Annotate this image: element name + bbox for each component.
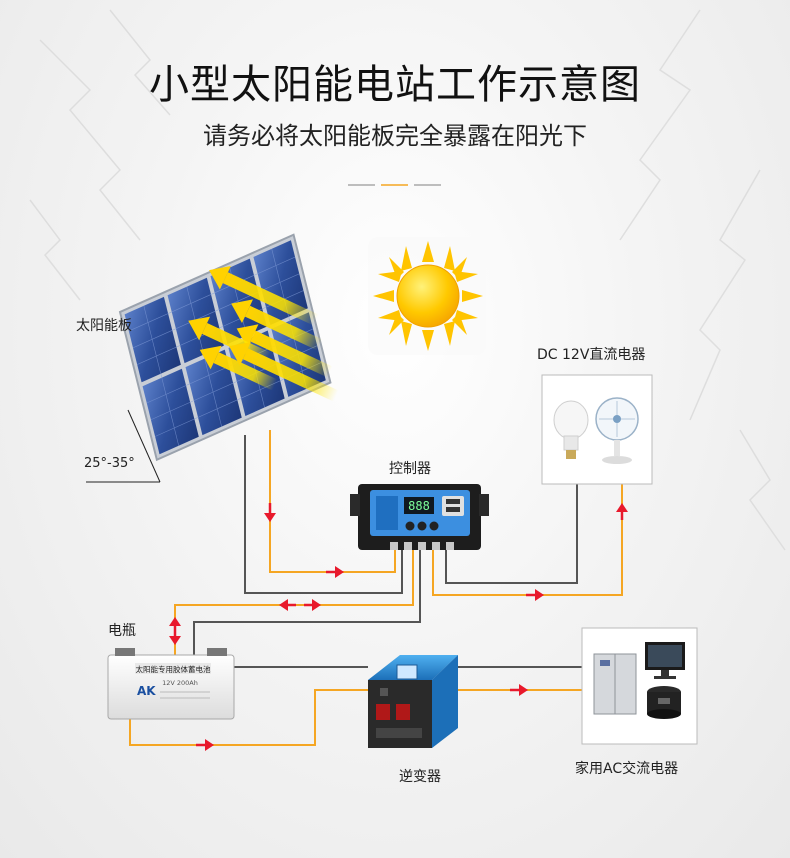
tilt-angle-label: 25°-35°: [84, 456, 135, 471]
sun-icon: [368, 237, 486, 355]
flow-arrows: [169, 503, 628, 751]
controller-display-readout: 888: [408, 499, 430, 513]
battery-brand-logo: AK: [137, 684, 156, 698]
dc-load-box: [541, 374, 653, 485]
solar-panel-label: 太阳能板: [76, 318, 132, 334]
page-subtitle: 请务必将太阳能板完全暴露在阳光下: [203, 122, 587, 150]
refrigerator-icon: [593, 653, 637, 715]
light-bulb-icon: [553, 400, 589, 459]
ac-load-box: [581, 627, 698, 745]
dc-load-label: DC 12V直流电器: [537, 347, 646, 363]
inverter: [368, 655, 458, 748]
monitor-icon: [645, 642, 685, 679]
ac-load-label: 家用AC交流电器: [575, 761, 679, 777]
fan-icon: [595, 397, 639, 464]
controller-label: 控制器: [389, 461, 431, 477]
lightning-background: [29, 9, 786, 551]
battery-spec-label: 12V 200Ah: [162, 679, 198, 687]
rice-cooker-icon: [647, 686, 681, 719]
charge-controller: 888: [350, 484, 489, 550]
page-title: 小型太阳能电站工作示意图: [149, 62, 641, 108]
sunlight-beams: [188, 265, 339, 402]
wires-negative: [193, 435, 582, 668]
battery-label: 电瓶: [108, 623, 136, 639]
inverter-label: 逆变器: [399, 769, 441, 785]
battery-title-label: 太阳能专用胶体蓄电池: [136, 664, 211, 674]
tilt-angle-indicator: [86, 409, 161, 483]
battery: 太阳能专用胶体蓄电池 AK 12V 200Ah: [107, 648, 235, 720]
